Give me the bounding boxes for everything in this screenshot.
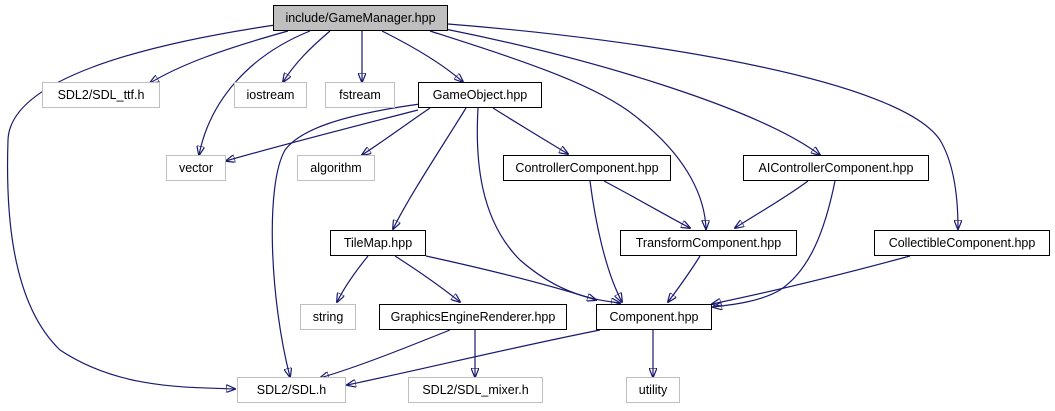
edge-gameobject-algorithm xyxy=(362,107,431,155)
edge-tilemap-string xyxy=(337,255,369,302)
edge-gameobject-vector xyxy=(226,109,419,161)
node-string[interactable]: string xyxy=(300,304,356,330)
node-sdl[interactable]: SDL2/SDL.h xyxy=(237,377,346,403)
edge-tilemap-graphics xyxy=(394,255,460,302)
edge-graphics-sdl xyxy=(320,329,451,378)
node-fstream[interactable]: fstream xyxy=(325,82,395,108)
node-aicontrollercomponent[interactable]: AIControllerComponent.hpp xyxy=(743,155,929,181)
node-utility[interactable]: utility xyxy=(626,377,680,403)
edge-controller-transform xyxy=(603,180,690,228)
edge-gamemanager-vector xyxy=(199,30,311,155)
edge-collectible-component xyxy=(712,255,911,304)
node-vector[interactable]: vector xyxy=(166,155,226,181)
edge-gamemanager-gameobject xyxy=(381,30,463,82)
edge-gameobject-tilemap xyxy=(393,107,467,229)
node-graphicsenginerenderer[interactable]: GraphicsEngineRenderer.hpp xyxy=(379,304,567,330)
edge-gamemanager-sdl-ttf xyxy=(150,30,289,83)
node-sdl-ttf[interactable]: SDL2/SDL_ttf.h xyxy=(42,82,160,108)
node-gameobject[interactable]: GameObject.hpp xyxy=(418,82,542,108)
edge-component-sdl xyxy=(347,329,601,385)
edge-gamemanager-iostream xyxy=(283,30,331,82)
edge-gamemanager-aicontroller xyxy=(444,28,820,155)
node-transformcomponent[interactable]: TransformComponent.hpp xyxy=(620,230,797,256)
node-algorithm[interactable]: algorithm xyxy=(297,155,375,181)
edge-controller-component xyxy=(589,180,622,302)
edge-gameobject-sdl xyxy=(271,103,421,377)
edge-gameobject-component xyxy=(476,107,620,303)
edge-gamemanager-collectible xyxy=(447,23,958,229)
edge-gamemanager-sdl xyxy=(6,24,276,389)
node-collectiblecomponent[interactable]: CollectibleComponent.hpp xyxy=(874,230,1050,256)
edge-gamemanager-transform xyxy=(429,30,706,229)
edge-aicontroller-component xyxy=(713,180,836,307)
edge-aicontroller-transform xyxy=(735,180,809,228)
node-iostream[interactable]: iostream xyxy=(234,82,307,108)
edge-tilemap-component xyxy=(425,255,596,300)
node-tilemap[interactable]: TileMap.hpp xyxy=(330,230,426,256)
edge-gameobject-controller xyxy=(492,107,568,154)
edge-transform-component xyxy=(668,255,701,302)
node-sdl-mixer[interactable]: SDL2/SDL_mixer.h xyxy=(408,377,543,403)
node-controllercomponent[interactable]: ControllerComponent.hpp xyxy=(503,155,671,181)
node-gamemanager[interactable]: include/GameManager.hpp xyxy=(273,5,448,31)
node-component[interactable]: Component.hpp xyxy=(596,304,712,330)
